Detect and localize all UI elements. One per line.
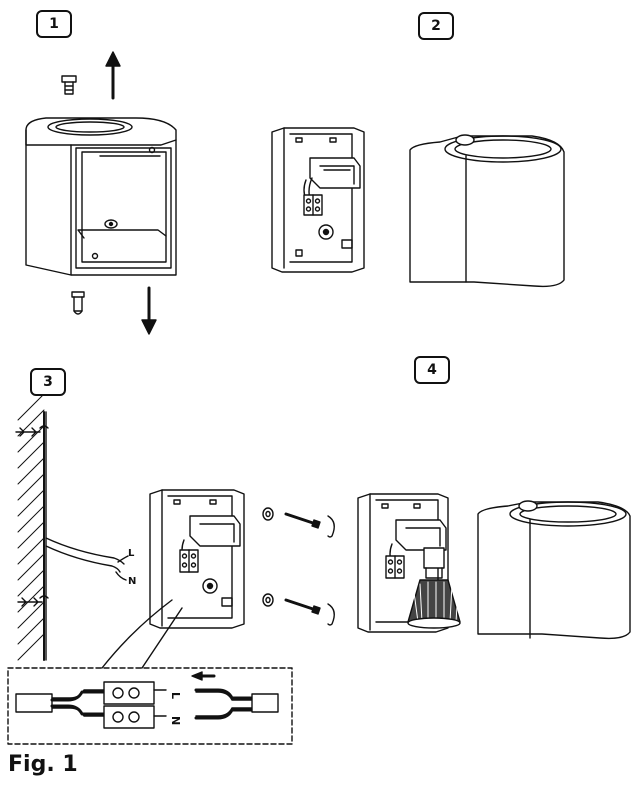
step3-mounting-plate xyxy=(149,489,245,629)
step1-screw-top xyxy=(61,75,77,95)
step-2-badge: 2 xyxy=(418,12,454,40)
step3-screw-bottom xyxy=(284,598,335,626)
terminal-label-live: L xyxy=(169,692,182,699)
step-4-badge: 4 xyxy=(414,356,450,384)
step3-wall xyxy=(15,393,49,661)
wiring-detail-box xyxy=(7,667,293,745)
wire-label-live: L xyxy=(128,548,135,559)
step1-arrow-up-icon xyxy=(105,51,121,100)
figure-caption: Fig. 1 xyxy=(8,752,78,777)
step3-washer-bottom xyxy=(262,593,274,607)
lamp-icon xyxy=(407,579,461,629)
step1-housing xyxy=(25,117,177,276)
step3-washer-top xyxy=(262,507,274,521)
wiring-detail-leaders xyxy=(101,599,183,669)
wire-label-neutral: N xyxy=(128,576,136,587)
step3-screw-top xyxy=(284,512,335,538)
terminal-label-neutral: N xyxy=(169,716,182,725)
step3-mains-cable xyxy=(45,537,129,581)
step-1-badge: 1 xyxy=(36,10,72,38)
step4-cover xyxy=(477,500,631,640)
step1-arrow-down-icon xyxy=(141,286,157,335)
step-3-badge: 3 xyxy=(30,368,66,396)
step2-cover xyxy=(409,134,565,288)
step1-screw-bottom xyxy=(71,291,85,315)
step2-mounting-plate xyxy=(271,127,365,273)
